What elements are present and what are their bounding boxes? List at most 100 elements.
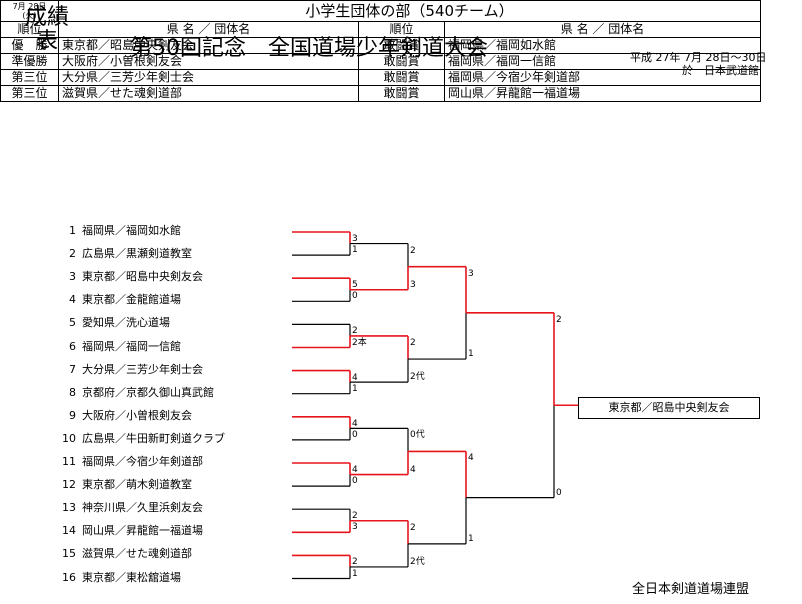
r1-score: 2 xyxy=(352,557,358,568)
rank-cell: 準優勝 xyxy=(0,53,59,70)
results-title-row: 7月 28日 (火) 小学生団体の部（540チーム） xyxy=(0,0,762,22)
date-text: 7月 28日 xyxy=(12,2,47,11)
results-header-row: 順位 県 名 ／ 団体名 順位 県 名 ／ 団体名 xyxy=(0,21,762,38)
award-cell: 敢闘賞 xyxy=(358,85,445,102)
r3-score: 1 xyxy=(468,533,474,544)
bracket-team: 6 福岡県／福岡一信館 xyxy=(60,340,181,354)
r1-score: 3 xyxy=(352,234,358,244)
r1-score: 2 xyxy=(352,326,358,337)
team-number: 9 xyxy=(69,408,76,422)
bracket-team: 8 京都府／京都久御山真武館 xyxy=(60,386,214,400)
team-number: 15 xyxy=(62,547,76,561)
results-row: 第三位 滋賀県／せた魂剣道部 敢闘賞 岡山県／昇龍館一福道場 xyxy=(0,85,762,102)
bracket-team: 7 大分県／三芳少年剣士会 xyxy=(60,363,203,377)
rank-cell: 第三位 xyxy=(0,85,59,102)
r3-score: 3 xyxy=(468,268,474,279)
team-cell: 大分県／三芳少年剣士会 xyxy=(58,69,359,86)
federation-name: 全日本剣道道場連盟 xyxy=(632,582,750,597)
team-number: 1 xyxy=(69,224,76,237)
team-name: 東京都／金龍館道場 xyxy=(82,293,181,307)
award-team-cell: 福岡県／福岡如水館 xyxy=(443,37,762,54)
team-number: 6 xyxy=(69,339,76,353)
team-name: 東京都／萌木剣道教室 xyxy=(82,478,192,492)
r1-score: 4 xyxy=(352,372,358,383)
weekday-text: (火) xyxy=(22,11,37,20)
bracket-team: 10 広島県／牛田新町剣道クラブ xyxy=(60,432,225,446)
final-score: 0 xyxy=(556,487,562,498)
team-name: 京都府／京都久御山真武館 xyxy=(82,385,214,399)
r2-score: 2代 xyxy=(410,556,425,567)
team-name: 岡山県／昇龍館一福道場 xyxy=(82,524,203,538)
r1-score: 4 xyxy=(352,418,358,429)
r1-score: 1 xyxy=(352,383,358,394)
team-number: 7 xyxy=(69,362,76,376)
r2-score: 2 xyxy=(410,337,416,348)
results-table: 7月 28日 (火) 小学生団体の部（540チーム） 順位 県 名 ／ 団体名 … xyxy=(0,0,762,102)
bracket-team: 16 東京都／東松舘道場 xyxy=(60,571,181,585)
team-name: 神奈川県／久里浜剣友会 xyxy=(82,501,203,515)
header-award-team: 県 名 ／ 団体名 xyxy=(443,21,762,38)
r1-score: 3 xyxy=(352,522,358,533)
team-number: 3 xyxy=(69,270,76,284)
r1-score: 1 xyxy=(352,568,358,579)
r1-score: 0 xyxy=(352,476,358,487)
results-row: 第三位 大分県／三芳少年剣士会 敢闘賞 福岡県／今宿少年剣道部 xyxy=(0,69,762,86)
date-range: 平成 27年 7月 28日～30日 xyxy=(630,51,767,64)
r1-score: 4 xyxy=(352,465,358,475)
team-number: 14 xyxy=(62,524,76,538)
team-number: 11 xyxy=(62,455,76,468)
r2-score: 2代 xyxy=(410,372,425,383)
final-score: 2 xyxy=(556,314,562,325)
team-name: 大阪府／小曽根剣友会 xyxy=(82,408,192,422)
r2-score: 4 xyxy=(410,464,416,475)
bracket-team: 11 福岡県／今宿少年剣道部 xyxy=(60,455,203,469)
team-name: 滋賀県／せた魂剣道部 xyxy=(82,547,192,561)
award-cell: 敢闘賞 xyxy=(358,69,445,86)
r2-score: 0代 xyxy=(410,430,425,441)
team-number: 13 xyxy=(62,501,76,515)
r1-score: 5 xyxy=(352,280,358,291)
team-number: 5 xyxy=(69,316,76,330)
bracket-team: 13 神奈川県／久里浜剣友会 xyxy=(60,501,203,515)
award-team-cell: 岡山県／昇龍館一福道場 xyxy=(443,85,762,102)
team-name: 福岡県／福岡一信館 xyxy=(82,339,181,353)
team-name: 福岡県／今宿少年剣道部 xyxy=(82,455,203,468)
team-name: 広島県／黒瀬剣道教室 xyxy=(82,247,192,261)
results-row: 準優勝 大阪府／小曽根剣友会 敢闘賞 福岡県／福岡一信館 xyxy=(0,53,762,70)
team-name: 福岡県／福岡如水館 xyxy=(82,224,181,237)
team-number: 16 xyxy=(62,570,76,584)
bracket-team: 15 滋賀県／せた魂剣道部 xyxy=(60,547,192,561)
r2-score: 3 xyxy=(410,279,416,290)
r2-score: 2 xyxy=(410,245,416,256)
bracket-team: 12 東京都／萌木剣道教室 xyxy=(60,478,192,492)
champion-box: 東京都／昭島中央剣友会 xyxy=(578,397,760,419)
page-title: 第50回記念 全国道場少年剣道大会 xyxy=(130,36,488,61)
team-name: 東京都／昭島中央剣友会 xyxy=(82,270,203,284)
r1-score: 1 xyxy=(352,245,358,256)
team-cell: 滋賀県／せた魂剣道部 xyxy=(58,85,359,102)
bracket-team: 3 東京都／昭島中央剣友会 xyxy=(60,270,203,284)
rank-cell: 第三位 xyxy=(0,69,59,86)
r1-score: 0 xyxy=(352,429,358,440)
team-number: 8 xyxy=(69,385,76,399)
team-name: 大分県／三芳少年剣士会 xyxy=(82,362,203,376)
team-number: 4 xyxy=(69,293,76,307)
r1-score: 2 xyxy=(352,511,358,522)
r3-score: 4 xyxy=(468,453,474,464)
team-name: 東京都／東松舘道場 xyxy=(82,570,181,584)
venue: 於 日本武道館 xyxy=(682,64,759,77)
document-label: 成績表 xyxy=(24,5,69,54)
r2-score: 2 xyxy=(410,522,416,533)
r1-score: 2本 xyxy=(352,337,367,348)
team-cell: 大阪府／小曽根剣友会 xyxy=(58,53,359,70)
team-name: 広島県／牛田新町剣道クラブ xyxy=(82,431,225,445)
team-number: 12 xyxy=(62,478,76,492)
team-name: 愛知県／洗心道場 xyxy=(82,316,170,330)
team-number: 10 xyxy=(62,431,76,445)
bracket-team: 1 福岡県／福岡如水館 xyxy=(60,224,181,238)
r1-score: 0 xyxy=(352,291,358,302)
bracket-team: 14 岡山県／昇龍館一福道場 xyxy=(60,524,203,538)
bracket-team: 5 愛知県／洗心道場 xyxy=(60,316,170,330)
